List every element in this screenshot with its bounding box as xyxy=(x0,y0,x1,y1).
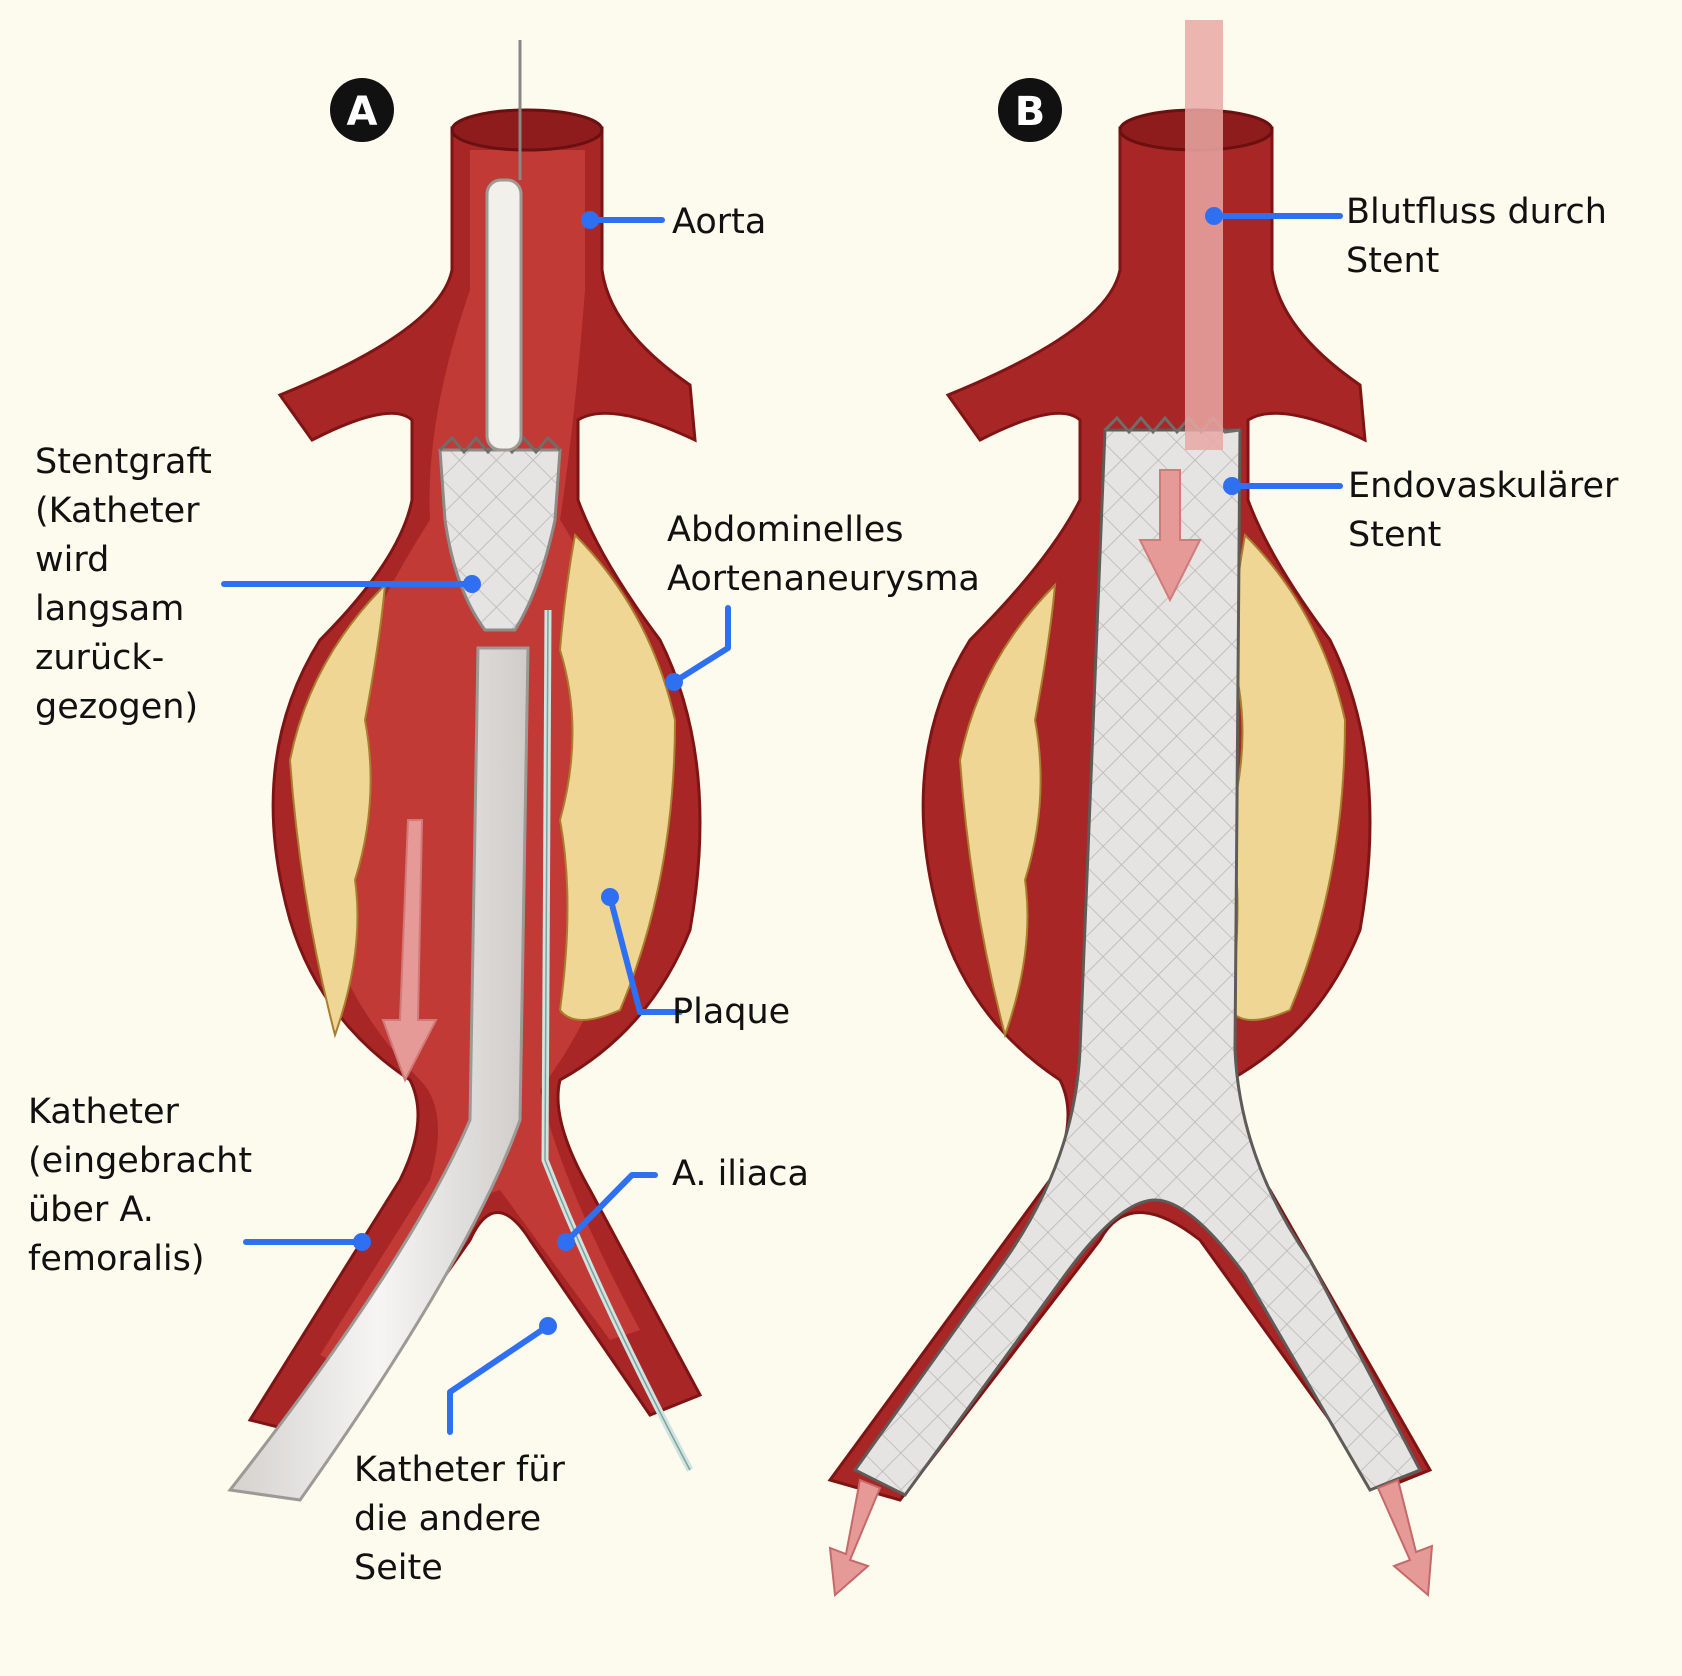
label-aneurysm: Abdominelles Aortenaneurysma xyxy=(667,510,980,599)
dot-aneurysm xyxy=(665,673,683,691)
label-aorta: Aorta xyxy=(672,202,767,242)
flow-arrow-b xyxy=(1138,469,1202,603)
catheter-tube-a xyxy=(227,646,530,1502)
dot-stentgraft xyxy=(463,575,481,593)
badge-a-text: A xyxy=(347,89,378,135)
label-iliaca: A. iliaca xyxy=(672,1154,809,1194)
blood-flow-channel-b xyxy=(1185,20,1223,450)
dot-katheter xyxy=(353,1233,371,1251)
label-blutfluss: Blutfluss durch Stent xyxy=(1346,192,1607,281)
leader-plaque xyxy=(607,894,683,1015)
label-katheter: Katheter (eingebracht über A. femoralis) xyxy=(28,1092,253,1279)
label-plaque: Plaque xyxy=(672,992,791,1032)
badge-b-text: B xyxy=(1015,89,1046,135)
leader-iliaca xyxy=(563,1172,658,1245)
badge-a: A xyxy=(330,78,394,142)
aorta-opening-a xyxy=(450,108,604,152)
dot-plaque xyxy=(601,888,619,906)
dot-katheter-other xyxy=(539,1317,557,1335)
plaque-left-b xyxy=(958,582,1057,1039)
flow-arrow-a xyxy=(381,819,438,1083)
plaque-left-a xyxy=(288,582,387,1039)
dot-aorta xyxy=(581,211,599,229)
plaque-right-a xyxy=(558,532,677,1021)
panel-b-vessel xyxy=(827,20,1434,1598)
label-endo-stent: Endovaskulärer Stent xyxy=(1348,466,1619,555)
leader-katheter-other xyxy=(447,1323,551,1435)
dot-endo-stent xyxy=(1223,477,1241,495)
outflow-arrow-left-b xyxy=(828,1478,882,1598)
dot-blutfluss xyxy=(1205,207,1223,225)
endovascular-stent-b xyxy=(852,428,1423,1497)
leader-aneurysm xyxy=(671,605,731,685)
label-katheter-other: Katheter für die andere Seite xyxy=(354,1450,565,1588)
panel-a-vessel xyxy=(227,40,703,1502)
dot-iliaca xyxy=(557,1233,575,1251)
second-catheter-outline-a xyxy=(544,609,691,1471)
outflow-arrow-right-b xyxy=(1376,1478,1434,1598)
label-stentgraft: Stentgraft (Katheter wird langsam zurück… xyxy=(35,442,212,727)
delivery-sheath-a xyxy=(485,178,523,452)
badge-b: B xyxy=(998,78,1062,142)
